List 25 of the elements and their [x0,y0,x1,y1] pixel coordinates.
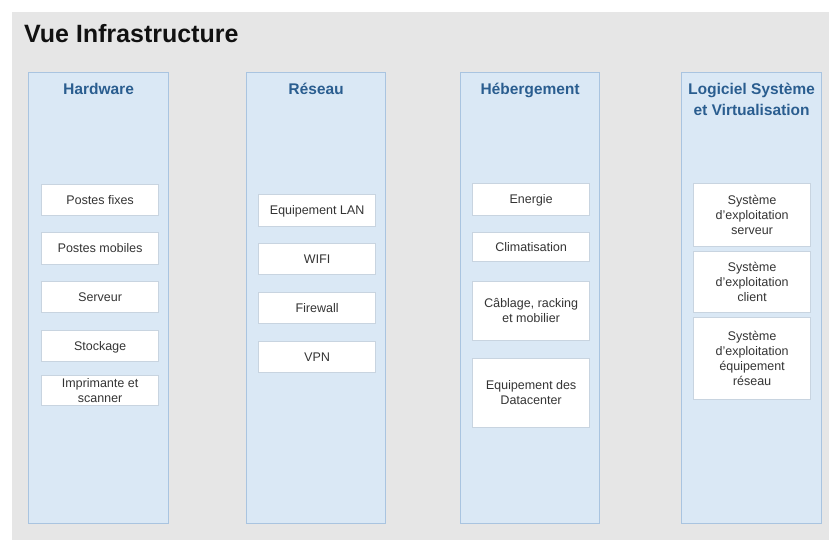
item-box: VPN [258,341,376,373]
category-column [246,72,386,524]
item-box: Postes mobiles [41,232,159,265]
item-box: Climatisation [472,232,590,262]
item-box: Firewall [258,292,376,324]
category-column [681,72,822,524]
item-box: Serveur [41,281,159,313]
item-box: Système d’exploitation client [693,251,811,313]
item-box: Energie [472,183,590,216]
item-box: Imprimante et scanner [41,375,159,406]
item-box: Equipement LAN [258,194,376,227]
column-heading: Logiciel Système et Virtualisation [687,80,816,121]
column-heading: Hébergement [479,80,581,100]
item-box: WIFI [258,243,376,275]
column-heading: Hardware [62,80,135,100]
item-box: Système d’exploitation serveur [693,183,811,247]
item-box: Câblage, racking et mobilier [472,281,590,341]
column-heading: Réseau [287,80,345,100]
item-box: Equipement des Datacenter [472,358,590,428]
item-box: Postes fixes [41,184,159,216]
category-column [460,72,600,524]
category-column [28,72,169,524]
item-box: Système d’exploitation équipement réseau [693,317,811,400]
diagram-title: Vue Infrastructure [24,20,238,49]
item-box: Stockage [41,330,159,362]
